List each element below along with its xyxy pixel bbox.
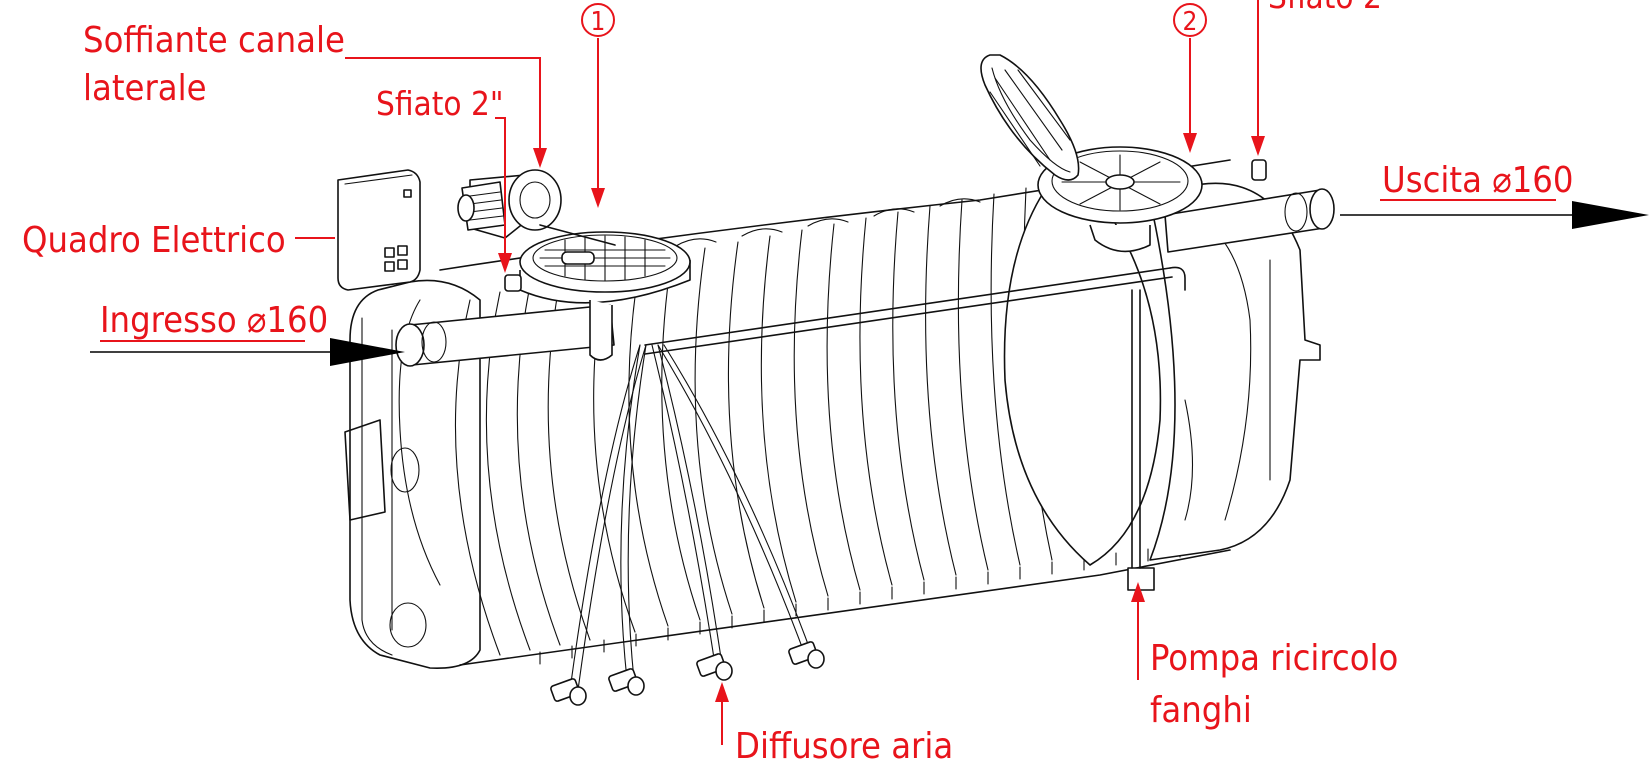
- label-air-diffuser: Diffusore aria: [735, 726, 953, 767]
- label-sludge-pump-line1: Pompa ricircolo: [1150, 638, 1398, 679]
- label-sludge-pump-line2: fanghi: [1150, 690, 1252, 731]
- label-blower-line2: laterale: [83, 68, 207, 109]
- svg-text:1: 1: [591, 7, 606, 37]
- label-vent-left: Sfiato 2": [376, 84, 504, 123]
- label-vent-right: Sfiato 2": [1268, 0, 1396, 16]
- air-diffusers: [550, 641, 825, 706]
- label-blower-line1: Soffiante canale: [83, 20, 345, 61]
- vent-pipe-right: [1251, 159, 1267, 181]
- label-inlet: Ingresso ⌀160: [100, 300, 328, 341]
- label-control-panel: Quadro Elettrico: [22, 220, 286, 261]
- inlet-pipe: [395, 304, 615, 367]
- arrow-right-icon: [330, 338, 405, 366]
- manhole-cover-2: [980, 54, 1203, 253]
- outlet-flow-arrow: [1340, 201, 1649, 229]
- arrow-right-icon: [1572, 201, 1649, 229]
- manhole-cover-1: [519, 231, 691, 361]
- manhole-marker-1: 1: [581, 3, 615, 37]
- control-panel: [337, 169, 421, 291]
- manhole-marker-2: 2: [1173, 3, 1207, 37]
- diffuser-pipes: [569, 344, 813, 691]
- vent-pipe-left: [504, 274, 522, 292]
- svg-text:2: 2: [1183, 7, 1198, 37]
- sludge-pump: [1127, 289, 1155, 591]
- side-channel-blower: [457, 169, 616, 246]
- callout-leaders: [100, 0, 1556, 745]
- inlet-flow-arrow: [90, 338, 405, 366]
- outlet-pipe: [1164, 188, 1335, 253]
- label-outlet: Uscita ⌀160: [1382, 160, 1574, 201]
- air-manifold: [644, 266, 1186, 355]
